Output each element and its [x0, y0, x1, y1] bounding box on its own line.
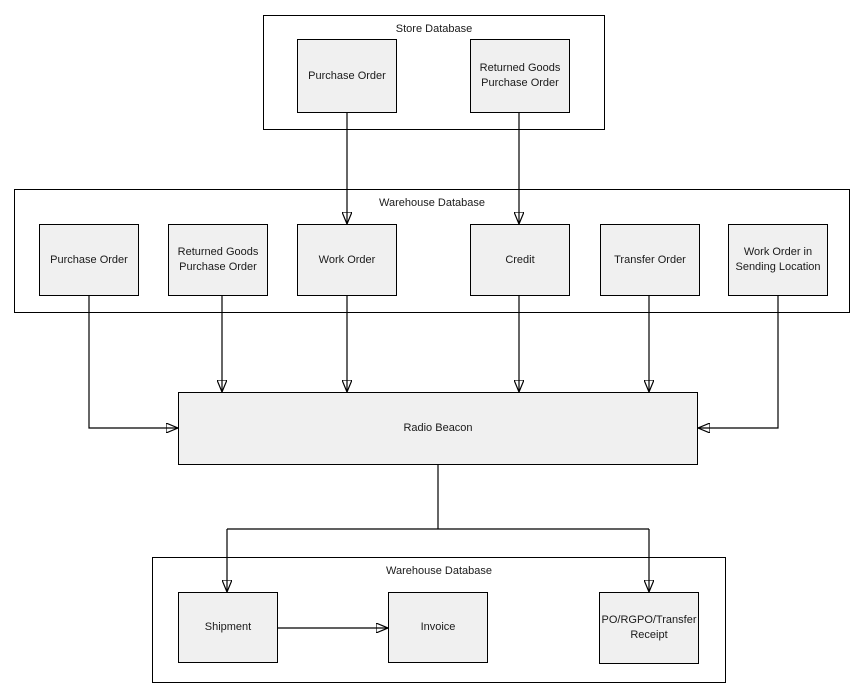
node-label: Shipment	[204, 621, 252, 634]
warehouse-database-group: Warehouse Database	[14, 189, 850, 313]
node-label: PO/RGPO/Transfer Receipt	[601, 614, 697, 641]
node-credit: Credit	[470, 224, 570, 296]
node-label: Purchase Order	[50, 253, 128, 266]
node-wh-returned-goods-purchase-order: Returned Goods Purchase Order	[168, 224, 268, 296]
node-wh-purchase-order: Purchase Order	[39, 224, 139, 296]
edge-radio-beacon-stem	[227, 465, 649, 530]
node-store-returned-goods-purchase-order: Returned Goods Purchase Order	[470, 39, 570, 113]
node-label: Returned Goods Purchase Order	[177, 246, 259, 273]
node-label: Work Order in Sending Location	[735, 246, 821, 273]
node-label: Work Order	[318, 253, 376, 266]
warehouse-database-bottom-label: Warehouse Database	[386, 565, 492, 577]
edge-wosl-to-radio-beacon	[698, 296, 779, 428]
node-work-order: Work Order	[297, 224, 397, 296]
node-radio-beacon: Radio Beacon	[178, 392, 698, 465]
node-label: Purchase Order	[308, 69, 386, 82]
node-invoice: Invoice	[388, 592, 488, 663]
node-transfer-order: Transfer Order	[600, 224, 700, 296]
node-shipment: Shipment	[178, 592, 278, 663]
node-work-order-in-sending-location: Work Order in Sending Location	[728, 224, 828, 296]
node-label: Invoice	[420, 621, 456, 634]
warehouse-database-bottom-group: Warehouse Database	[152, 557, 726, 683]
node-label: Returned Goods Purchase Order	[479, 62, 561, 89]
node-label: Transfer Order	[614, 253, 686, 266]
store-database-label: Store Database	[395, 23, 473, 35]
node-label: Credit	[505, 253, 535, 266]
warehouse-database-label: Warehouse Database	[379, 197, 485, 209]
node-label: Radio Beacon	[403, 422, 473, 435]
node-store-purchase-order: Purchase Order	[297, 39, 397, 113]
node-po-rgpo-transfer-receipt: PO/RGPO/Transfer Receipt	[599, 592, 699, 664]
store-database-group: Store Database	[263, 15, 605, 130]
edge-wh-po-to-radio-beacon	[88, 296, 178, 428]
